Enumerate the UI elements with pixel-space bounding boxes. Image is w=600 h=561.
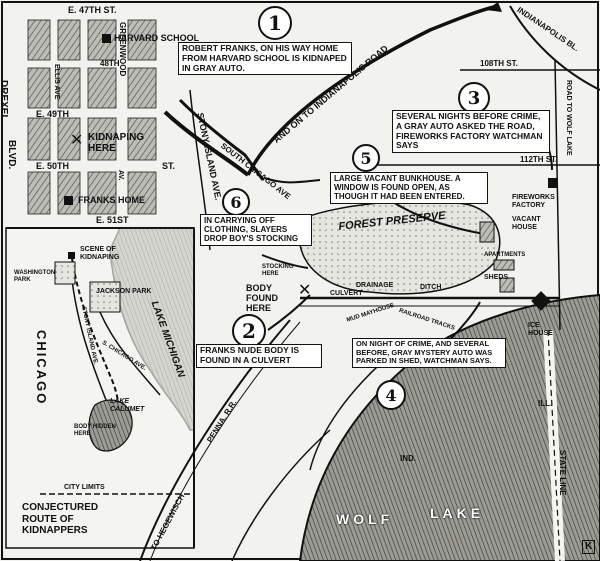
kidnaping-x-icon: ✕: [70, 130, 84, 149]
route-arrow-segment-1: [163, 110, 250, 177]
stocking-label: STOCKING HERE: [262, 264, 294, 277]
franks-home-marker: [64, 196, 73, 205]
inset-washington-park: [54, 261, 76, 285]
callout-6-number: 6: [222, 188, 250, 216]
callout-2-number: 2: [232, 314, 266, 348]
vacant-house-label: VACANT HOUSE: [512, 216, 541, 231]
callout-3-text: SEVERAL NIGHTS BEFORE CRIME, A GRAY AUTO…: [392, 110, 550, 154]
drainage-label: DRAINAGE: [356, 282, 394, 289]
inset-washington-label: WASHINGTON PARK: [14, 270, 56, 283]
body-x-icon: ✕: [298, 280, 312, 299]
inset-chicago-label: CHICAGO: [34, 330, 49, 406]
sheds-label: SHEDS: [484, 274, 509, 281]
franks-home-label: FRANKS HOME: [78, 195, 145, 205]
body-pointer-line: [267, 294, 311, 331]
street-label-108th: 108TH ST.: [480, 59, 518, 68]
sheds-block: [499, 277, 515, 293]
lake-shoreline-west: [231, 429, 331, 561]
ill-label: ILL.: [538, 399, 553, 408]
street-label-st: ST.: [162, 161, 176, 171]
callout-3-number: 3: [458, 82, 490, 114]
callout-1-number: 1: [258, 6, 292, 40]
ind-label: IND.: [400, 454, 416, 463]
street-label-48th: 48TH: [100, 59, 120, 68]
street-label-av: AV.: [117, 170, 124, 181]
street-label-drexel: DREXEL: [0, 80, 9, 121]
corner-mark: K: [582, 540, 596, 554]
kidnaping-label: KIDNAPING HERE: [88, 132, 145, 154]
callout-6-text: IN CARRYING OFF CLOTHING, SLAYERS DROP B…: [200, 214, 312, 246]
route-arrowhead: [486, 2, 502, 12]
callout-4-number: 4: [376, 380, 406, 410]
road-to-wolf-lake: [554, 59, 561, 331]
street-label-greenwood: GREENWOOD: [118, 22, 127, 77]
street-label-47th: E. 47TH ST.: [68, 5, 117, 15]
street-label-51st: E. 51ST: [96, 215, 129, 225]
vacant-house-block: [479, 221, 495, 243]
inset-scene-marker: [68, 252, 75, 259]
street-label-50th: E. 50TH: [36, 161, 70, 171]
city-blocks: [27, 19, 157, 215]
inset-scene-label: SCENE OF KIDNAPING: [80, 246, 120, 261]
callout-5-number: 5: [352, 144, 380, 172]
inset-route-label: CONJECTURED ROUTE OF KIDNAPPERS: [22, 502, 99, 536]
callout-1-text: ROBERT FRANKS, ON HIS WAY HOME FROM HARV…: [178, 42, 352, 76]
state-line-label: STATE LINE: [558, 450, 567, 496]
state-line: [547, 329, 561, 561]
fireworks-label: FIREWORKS FACTORY: [512, 194, 555, 209]
street-label-49th: E. 49TH: [36, 109, 70, 119]
inset-jackson-label: JACKSON PARK: [96, 288, 152, 295]
fireworks-marker: [548, 178, 558, 188]
indianapolis-blvd: [509, 5, 600, 91]
lake-label: LAKE: [430, 505, 485, 521]
apartments-block: [493, 259, 515, 271]
body-found-label: BODY FOUND HERE: [246, 283, 278, 313]
street-label-112th: 112TH ST.: [520, 155, 558, 164]
inset-lake-calumet: [88, 399, 133, 452]
inset-city-limits-label: CITY LIMITS: [64, 484, 105, 491]
callout-2-text: FRANKS NUDE BODY IS FOUND IN A CULVERT: [196, 344, 322, 368]
callout-5-text: LARGE VACANT BUNKHOUSE. A WINDOW IS FOUN…: [330, 172, 488, 204]
harvard-school-marker: [102, 34, 111, 43]
route-arrow-indianapolis: [246, 4, 499, 176]
inset-body-hidden-label: BODY HIDDEN HERE: [74, 424, 116, 437]
ditch-label: DITCH: [420, 284, 442, 291]
apartments-label: APARTMENTS: [484, 252, 526, 258]
inset-jackson-park: [89, 281, 121, 313]
street-label-wolf-lake-road: ROAD TO WOLF LAKE: [565, 80, 572, 156]
ice-house-label: ICE HOUSE: [528, 322, 553, 337]
harvard-school-label: HARVARD SCHOOL: [114, 33, 200, 43]
culvert-label: CULVERT: [330, 290, 363, 297]
callout-4-text: ON NIGHT OF CRIME, AND SEVERAL BEFORE, G…: [352, 338, 506, 368]
callout6-pointer: [261, 254, 309, 269]
street-label-ellis: ELLIS AVE: [53, 64, 60, 100]
street-label-blvd: BLVD.: [6, 140, 17, 170]
inset-lake-calumet-label: LAKE CALUMET: [110, 398, 145, 413]
wolf-label: WOLF: [336, 511, 394, 527]
